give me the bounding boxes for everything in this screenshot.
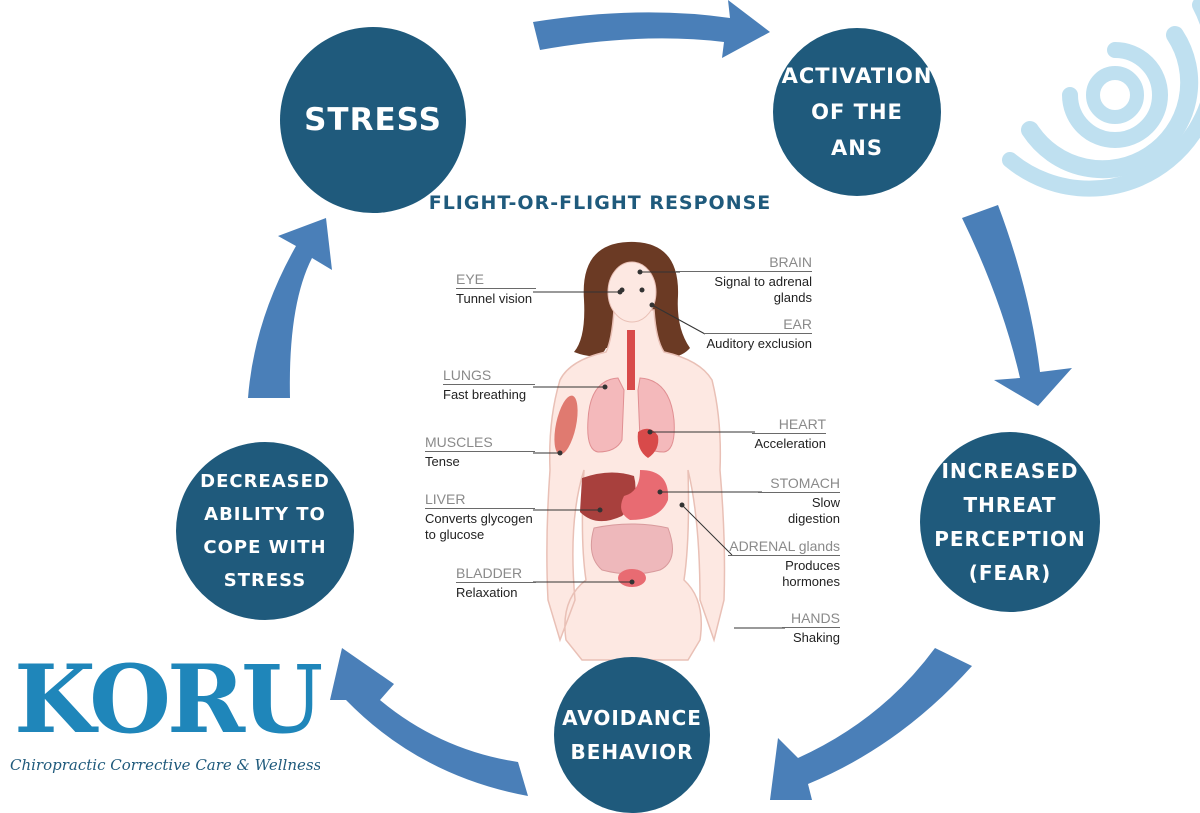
label-rule [758,492,840,493]
label-rule [728,555,840,556]
swirl-decoration [1002,0,1200,197]
arrow-stress-to-ans [533,0,770,58]
body-silhouette [546,309,726,661]
label-desc: to glucose [425,527,485,542]
brand-name: KORU [14,645,323,755]
node-text: OF THE ANS [811,100,903,160]
label-rule [782,627,840,628]
label-desc: Tunnel vision [456,291,533,306]
node-text: DECREASED [200,471,330,492]
label-head: HANDS [790,610,840,626]
label-heart: HEART Acceleration [752,416,826,452]
label-brain: BRAIN Signal to adrenal glands [676,254,812,306]
body-illustration [546,241,726,661]
muscle [554,395,578,455]
lungs [587,377,625,453]
label-rule [456,582,536,583]
label-rule [443,384,535,385]
label-liver: LIVER Converts glycogen to glucose [425,491,535,543]
label-rule [676,271,812,272]
label-rule [704,333,812,334]
label-rule [752,433,826,434]
label-head: EAR [783,316,812,332]
node-text: ABILITY TO [204,504,326,525]
intestines [590,523,673,575]
brand-tagline: Chiropractic Corrective Care & Wellness [10,756,320,774]
label-rule [425,508,535,509]
cycle-arrows [248,0,1072,800]
label-desc: Relaxation [456,585,518,600]
node-text: ACTIVATION [781,64,933,88]
label-desc: Converts glycogen [425,511,533,526]
label-head: LIVER [425,491,466,507]
label-desc: Shaking [793,630,840,645]
node-activation-of-ans: ACTIVATION OF THE ANS [773,28,941,196]
arrow-avoid-to-coping [330,648,528,796]
label-muscles: MUSCLES Tense [425,434,535,470]
brand-logo: KORU Chiropractic Corrective Care & Well… [10,650,330,790]
node-text: THREAT [963,493,1057,517]
node-increased-threat-perception: INCREASED THREAT PERCEPTION (FEAR) [920,432,1100,612]
node-decreased-ability-to-cope: DECREASED ABILITY TO COPE WITH STRESS [176,442,354,620]
label-desc: Signal to adrenal glands [714,274,812,305]
label-hands: HANDS Shaking [782,610,840,646]
label-ear: EAR Auditory exclusion [704,316,812,352]
node-text: AVOIDANCE [562,706,702,730]
label-desc: Fast breathing [443,387,527,402]
label-desc: Auditory exclusion [706,336,813,351]
label-head: MUSCLES [425,434,493,450]
label-head: BRAIN [769,254,812,270]
node-text: PERCEPTION [934,527,1086,551]
label-head: BLADDER [456,565,523,581]
label-desc: Tense [425,454,460,469]
label-lungs: LUNGS Fast breathing [443,367,535,403]
label-bladder: BLADDER Relaxation [456,565,536,601]
node-text: COPE WITH [203,537,327,558]
label-adrenal-glands: ADRENAL glands Produces hormones [728,538,840,590]
label-rule [425,451,535,452]
node-text: STRESS [223,570,307,591]
arrow-threat-to-avoid [770,648,972,800]
stomach [621,470,669,520]
leader-lines [533,271,785,629]
arrow-coping-to-stress [248,218,332,398]
node-text: BEHAVIOR [570,740,694,764]
label-rule [456,288,536,289]
label-desc: Produces hormones [782,558,840,589]
diagram-title: FLIGHT-OR-FLIGHT RESPONSE [428,192,772,214]
label-head: ADRENAL glands [729,538,840,554]
node-stress: STRESS [280,27,466,213]
node-avoidance-behavior: AVOIDANCE BEHAVIOR [554,657,710,813]
label-eye: EYE Tunnel vision [456,271,536,307]
node-text: INCREASED [941,459,1079,483]
node-text: STRESS [304,102,442,138]
label-desc: Acceleration [754,436,826,451]
label-desc: Slow digestion [787,495,840,526]
label-stomach: STOMACH Slow digestion [758,475,840,527]
heart [637,428,659,458]
label-head: LUNGS [443,367,492,383]
label-head: EYE [456,271,485,287]
label-head: STOMACH [770,475,840,491]
node-text: (FEAR) [968,561,1052,585]
trachea [627,330,635,390]
arrow-ans-to-threat [962,205,1072,406]
label-head: HEART [778,416,826,432]
